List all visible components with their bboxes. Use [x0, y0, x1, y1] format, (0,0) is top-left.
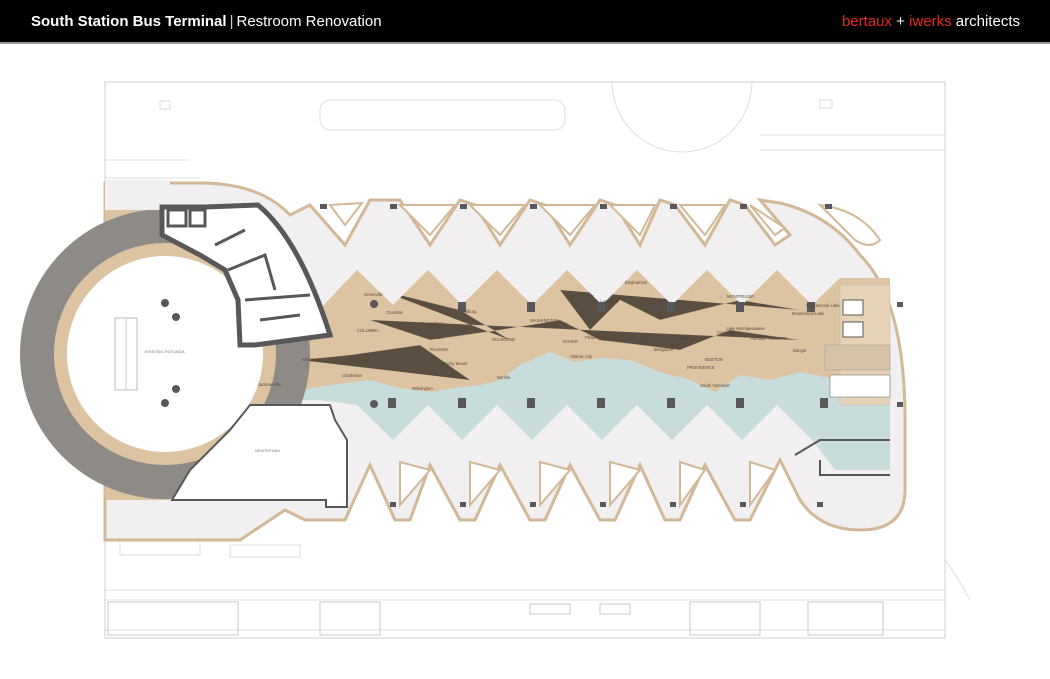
- city-label: COLUMBIA: [357, 328, 379, 333]
- city-label: Lynchburg: [457, 309, 477, 314]
- lower-building-linework: [107, 601, 884, 636]
- city-label: Bridgeport: [654, 347, 674, 352]
- city-label: Atlantic City: [570, 354, 593, 359]
- city-label: RICHMOND: [492, 337, 515, 342]
- city-label: Charlotte: [386, 310, 404, 315]
- newsstand: [170, 404, 348, 508]
- city-label: WASHINGTON: [530, 318, 559, 323]
- city-label: Concord: [717, 330, 733, 335]
- city-label: South Yarmouth: [700, 383, 731, 388]
- firm-name: bertaux + iwerks architects: [842, 13, 1020, 30]
- city-label: Philadelphia: [585, 335, 608, 340]
- room-label-rotunda: EXISTING ROTUNDA: [145, 349, 185, 354]
- city-label: Bangor: [793, 348, 807, 353]
- city-label: Greensboro: [421, 321, 444, 326]
- city-label: MONTPELIER: [727, 294, 754, 299]
- structural-columns: [320, 204, 903, 507]
- room-label-newsstand: NEWSSTAND: [255, 448, 280, 453]
- project-name: South Station Bus Terminal: [31, 13, 227, 30]
- subtitle: Restroom Renovation: [236, 13, 382, 30]
- bus-bays-top: [328, 201, 882, 246]
- city-label: Savannah: [302, 357, 322, 362]
- header-bar: South Station Bus Terminal|Restroom Reno…: [0, 0, 1050, 44]
- city-label: Jacksonville: [258, 382, 281, 387]
- city-label: NEW YORK: [627, 337, 650, 342]
- city-label: Chesuncook Lake: [806, 303, 840, 308]
- city-label: BOSTON: [705, 357, 723, 362]
- city-label: Lancaster: [600, 299, 619, 304]
- city-label: DOVER: [563, 339, 578, 344]
- firm-part-3: architects: [955, 13, 1020, 30]
- bus-bays-bottom: [399, 460, 777, 509]
- city-label: PROVIDENCE: [687, 365, 715, 370]
- restroom-core: [159, 202, 334, 348]
- title: South Station Bus Terminal|Restroom Reno…: [31, 13, 382, 30]
- city-label: Norfolk: [497, 375, 511, 380]
- city-label: TRENTON: [598, 337, 618, 342]
- city-label: Durham: [428, 335, 443, 340]
- city-label: Rocky Mount: [443, 361, 468, 366]
- city-label: Baltimore: [550, 321, 568, 326]
- city-label: HARRISBURG: [566, 294, 594, 299]
- city-label: Moosehead Lake: [792, 311, 825, 316]
- city-label: Greenville: [364, 292, 384, 297]
- east-restroom: [794, 284, 891, 476]
- city-label: Lake Marion: [347, 357, 371, 362]
- firm-plus: +: [896, 13, 905, 30]
- city-label: Hartford: [667, 342, 683, 347]
- context-linework: [105, 81, 971, 631]
- firm-part-2: iwerks: [909, 13, 952, 30]
- firm-part-1: bertaux: [841, 13, 892, 30]
- city-label: Lake Winnipesaukee: [726, 326, 766, 331]
- city-label: Portland: [750, 336, 766, 341]
- city-label: Albany: [672, 303, 686, 308]
- city-label: Binghamton: [625, 280, 648, 285]
- map-city-labels: Greenville Charlotte COLUMBIA Greensboro…: [258, 280, 840, 391]
- city-label: Charleston: [342, 373, 363, 378]
- city-label: Springfield: [678, 336, 698, 341]
- title-separator: |: [229, 13, 234, 30]
- restroom-partitions: [166, 208, 311, 322]
- city-label: RALEIGH: [430, 347, 448, 352]
- city-label: AUGUSTA: [768, 336, 788, 341]
- city-label: Wilmington: [412, 386, 433, 391]
